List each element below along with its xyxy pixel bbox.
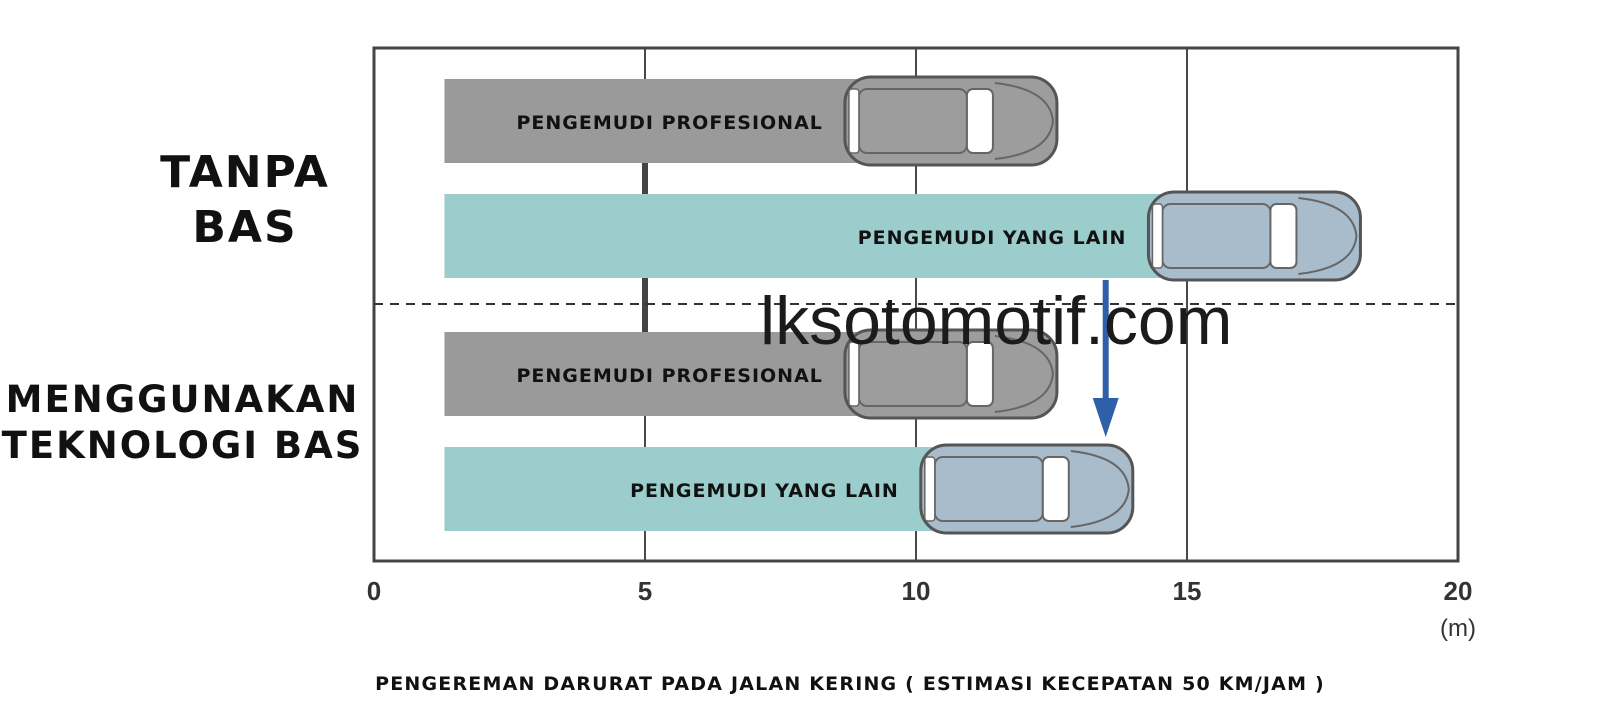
car-hood (994, 82, 1054, 160)
group-label-line: MENGGUNAKAN (5, 378, 360, 421)
reduction-arrow-head (1092, 398, 1119, 437)
car-roof (857, 88, 968, 154)
group-label-line: BAS (192, 202, 298, 253)
group-label-line: TANPA (160, 147, 330, 198)
car-windshield (1041, 456, 1070, 522)
car-rear-window (848, 341, 860, 407)
distance-bar (444, 332, 857, 416)
x-tick-label: 20 (1444, 576, 1473, 606)
distance-bar (444, 447, 933, 531)
car-rear-window (924, 456, 936, 522)
distance-bar (444, 79, 857, 163)
x-tick-label: 15 (1173, 576, 1202, 606)
x-tick-label: 0 (367, 576, 381, 606)
bar-label: PENGEMUDI PROFESIONAL (516, 365, 822, 387)
distance-bar (444, 194, 1161, 278)
car-hood (1070, 450, 1130, 528)
car-hood (1298, 197, 1358, 275)
car-rear-window (1151, 203, 1164, 269)
car-windshield (965, 341, 994, 407)
bar-label: PENGEMUDI YANG LAIN (630, 480, 899, 502)
car-roof (933, 456, 1044, 522)
group-label-teknologi-bas: MENGGUNAKAN TEKNOLOGI BAS (0, 377, 365, 470)
x-tick-label: 5 (638, 576, 652, 606)
x-unit-label: (m) (1440, 615, 1476, 642)
car-rear-window (848, 88, 860, 154)
car-hood (994, 335, 1054, 413)
bar-label: PENGEMUDI YANG LAIN (858, 227, 1127, 249)
group-label-line: TEKNOLOGI BAS (1, 424, 364, 468)
group-label-tanpa-bas: TANPA BAS (120, 145, 370, 255)
watermark: lksotomotif.com (760, 283, 1233, 359)
car-windshield (965, 88, 994, 154)
x-axis-title: PENGEREMAN DARURAT PADA JALAN KERING ( E… (375, 673, 1325, 695)
car-roof (1161, 203, 1272, 269)
x-tick-label: 10 (902, 576, 931, 606)
car-windshield (1269, 203, 1298, 269)
bar-label: PENGEMUDI PROFESIONAL (516, 112, 822, 134)
